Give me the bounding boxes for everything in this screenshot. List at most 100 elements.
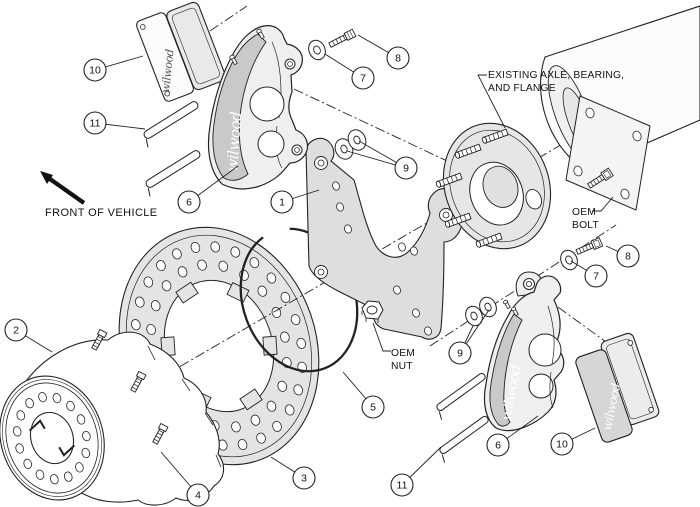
rotor-drive-tab xyxy=(262,335,278,356)
callout-number: 6 xyxy=(495,440,501,452)
callout-balloon xyxy=(448,341,472,365)
callout-number: 10 xyxy=(89,65,101,77)
callout-number: 3 xyxy=(301,473,307,485)
rotor-hole xyxy=(190,241,201,254)
rotor-drive-tab xyxy=(239,388,263,411)
callout-balloon xyxy=(394,156,418,180)
pad-clip-left-2 xyxy=(145,150,201,197)
hub-face-rim xyxy=(5,382,99,494)
brake-pad-friction-right xyxy=(600,332,660,426)
axle-assembly xyxy=(435,5,700,250)
hub-hole xyxy=(50,474,59,485)
annotation-leader xyxy=(372,322,391,352)
hub-hole xyxy=(12,426,22,437)
callout-balloon xyxy=(83,111,107,135)
callout-number: 2 xyxy=(13,325,19,337)
callout-7-right: 7 xyxy=(570,260,608,288)
hub-hole xyxy=(25,398,34,409)
caliper-left-bore-2 xyxy=(257,130,285,158)
rotor-hole xyxy=(296,337,307,349)
hub-bolt-holes xyxy=(12,392,91,485)
oem-bolt-label-line1: OEM xyxy=(572,207,596,218)
hub-screws xyxy=(91,328,169,445)
callout-balloon xyxy=(550,432,574,456)
hub-hole xyxy=(15,443,24,454)
hub-castellation-lines xyxy=(147,345,222,468)
caliper-left-ear-hole-top-inner xyxy=(287,61,293,67)
rotor-hole xyxy=(197,259,207,271)
caliper-left-logo: wilwood xyxy=(223,111,245,172)
callout-balloon xyxy=(386,46,410,70)
rotor-hole xyxy=(293,384,304,396)
caliper-right-ear-hole-inner xyxy=(526,280,533,287)
wheel-stud-icon xyxy=(475,232,503,248)
front-arrow-shaft xyxy=(48,177,86,205)
rotor-hole xyxy=(280,331,290,343)
callout-number: 9 xyxy=(457,348,463,360)
oem-nut-label-line2: NUT xyxy=(391,361,413,372)
rotor-hole xyxy=(150,300,161,312)
annotation-oem-nut: OEM NUT xyxy=(372,322,415,372)
rotor-hole xyxy=(134,296,145,308)
hub-hole xyxy=(16,410,26,421)
caliper-mount-bracket xyxy=(305,137,465,340)
brake-pad-backing-right xyxy=(575,349,633,443)
rotor-hole xyxy=(250,414,261,426)
hub-hole xyxy=(82,430,91,442)
callout-11-left: 11 xyxy=(83,111,146,135)
washer-7-left xyxy=(308,39,326,61)
retainer-holes xyxy=(573,107,642,200)
wheel-stud-icon xyxy=(454,143,482,159)
rotor-hole xyxy=(218,260,229,272)
hub-hole xyxy=(75,462,84,473)
rotor-hole xyxy=(177,266,188,278)
annotation-leader xyxy=(592,196,614,212)
pad-clip-right-1 xyxy=(436,373,486,420)
rotor-hole xyxy=(272,420,282,432)
callout-number: 11 xyxy=(90,118,101,130)
pad-clip-right-2 xyxy=(439,416,489,463)
callout-balloon xyxy=(486,433,510,457)
hub-center-bore xyxy=(29,411,75,465)
rotor-hole xyxy=(266,272,277,284)
callout-9-left: 9 xyxy=(346,140,418,180)
caliper-left-bore-1 xyxy=(249,86,285,122)
rotor-hole xyxy=(230,246,241,258)
wheel-stud-icon xyxy=(435,172,463,188)
callout-balloon xyxy=(83,58,107,82)
rotor-hole xyxy=(237,438,248,451)
rotor-hole xyxy=(266,400,277,412)
callout-number: 8 xyxy=(625,251,631,263)
existing-axle-label-line1: EXISTING AXLE, BEARING, xyxy=(488,70,624,81)
callout-balloon xyxy=(351,66,375,90)
callout-number: 9 xyxy=(403,163,409,175)
washers-9-right xyxy=(465,296,497,327)
hub-hole xyxy=(66,400,75,412)
callout-7-left: 7 xyxy=(324,53,375,90)
bleed-screw-icon xyxy=(503,299,511,310)
axis-pads-right xyxy=(528,285,614,348)
rotor-hole xyxy=(231,421,241,433)
callout-number: 5 xyxy=(370,402,376,414)
bracket-hole xyxy=(442,211,450,219)
caliper-right-bore-2 xyxy=(528,373,554,399)
callout-balloon xyxy=(186,483,210,507)
caliper-right-bore-1 xyxy=(528,333,562,367)
callout-1: 1 xyxy=(270,189,320,214)
axis-caliper-left xyxy=(293,88,463,169)
callout-10-left: 10 xyxy=(83,55,144,82)
wheel-studs xyxy=(435,128,509,248)
callout-balloon xyxy=(4,318,28,342)
rotor-hole xyxy=(156,260,166,272)
rotor-hole xyxy=(172,248,182,260)
callout-2: 2 xyxy=(4,318,53,353)
screw-icon xyxy=(91,328,108,351)
callout-6-left: 6 xyxy=(177,165,239,214)
front-arrow-head-icon xyxy=(40,171,53,184)
caliper-right: wilwood xyxy=(483,271,565,432)
rotor-hole xyxy=(280,291,291,303)
hub-hole xyxy=(63,471,73,482)
hub-bore-notch-top xyxy=(28,419,46,432)
rotor-drive-tab xyxy=(175,281,199,304)
